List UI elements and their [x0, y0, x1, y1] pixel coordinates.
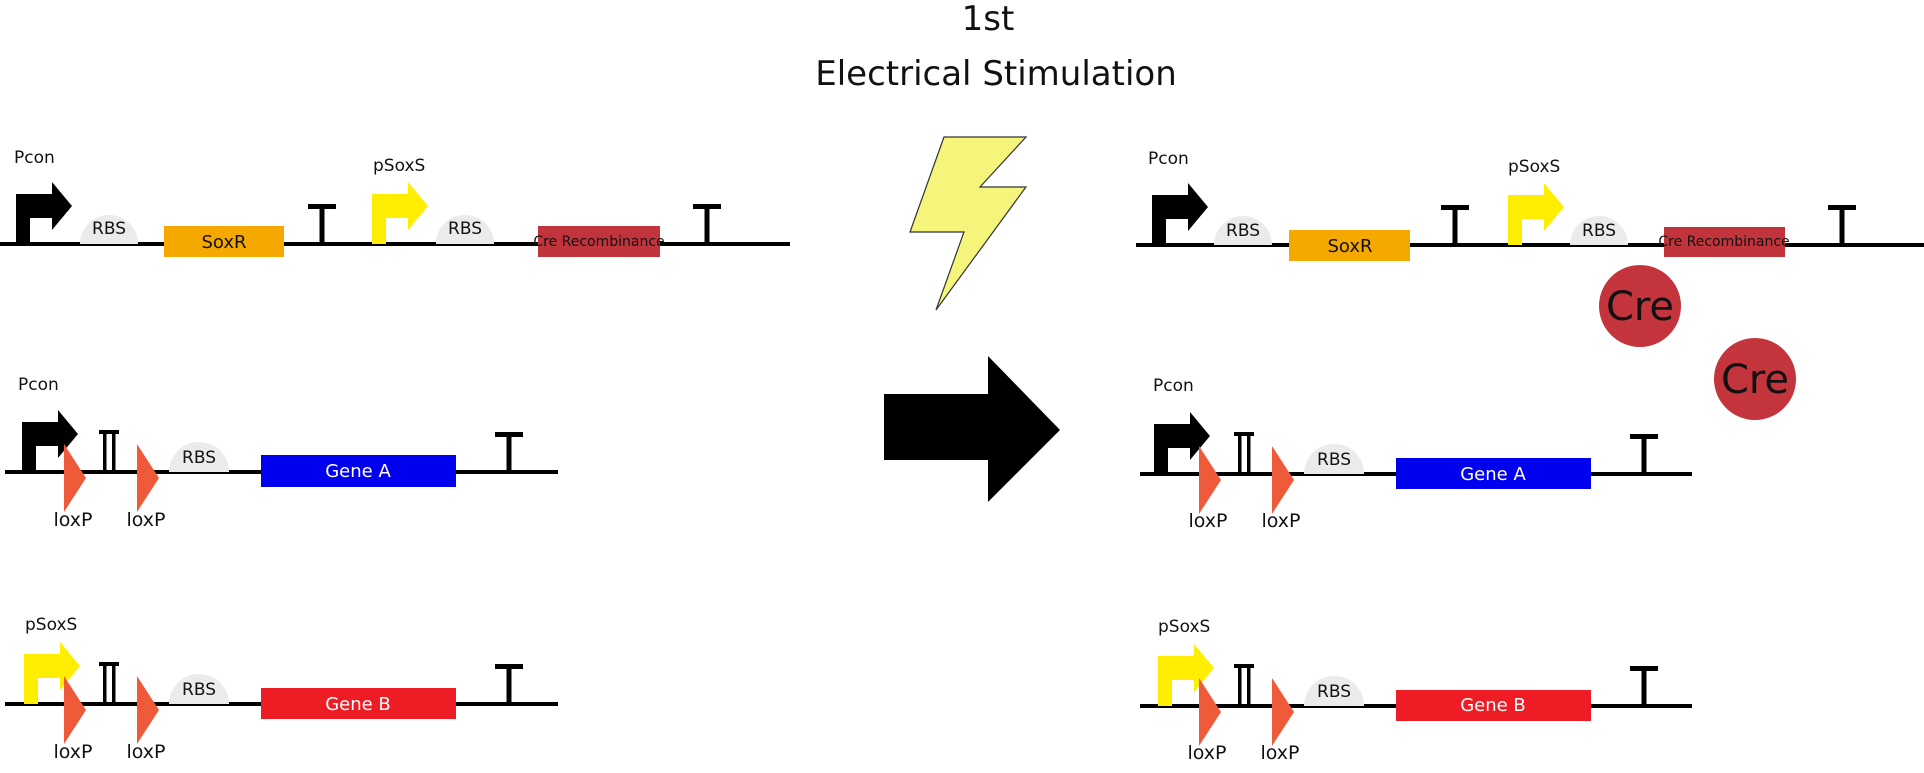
cre-recombinance-label: Cre Recombinance [533, 234, 664, 250]
cre-recombinance-label: Cre Recombinance [1658, 234, 1789, 250]
loxp-site-icon [64, 676, 86, 744]
double-terminator-icon [99, 662, 119, 704]
construct-soxr-cre-left: Pcon RBS SoxR pSoxS RBS Cre Recombinance [0, 148, 790, 257]
terminator-icon [1828, 205, 1856, 245]
pcon-promoter-icon [1152, 183, 1208, 245]
gene-b [1396, 690, 1591, 721]
construct-gene-b-right: pSoxS loxP loxP RBS Gene B [1140, 617, 1692, 764]
terminator-icon [495, 432, 523, 472]
terminator-icon [308, 204, 336, 244]
gene-b-label: Gene B [1460, 695, 1526, 716]
cre-protein-label: Cre [1606, 284, 1674, 330]
cre-recombinance-gene [1664, 227, 1785, 257]
rbs-shape [436, 215, 494, 244]
cre-protein-label: Cre [1721, 357, 1789, 403]
rbs-label: RBS [1582, 221, 1616, 241]
pcon-label: Pcon [1148, 149, 1189, 169]
soxr-label: SoxR [201, 232, 246, 253]
psoxs-label: pSoxS [1158, 617, 1210, 637]
loxp-label: loxP [1187, 742, 1226, 764]
loxp-site-icon [1199, 446, 1221, 514]
terminator-icon [1630, 434, 1658, 474]
rbs-label: RBS [448, 219, 482, 239]
psoxs-label: pSoxS [25, 615, 77, 635]
rbs-shape [169, 442, 229, 472]
terminator-icon [1441, 205, 1469, 245]
terminator-icon [1630, 666, 1658, 706]
loxp-label: loxP [53, 741, 92, 763]
left-panel: Pcon RBS SoxR pSoxS RBS Cre Recombinance… [0, 148, 790, 763]
loxp-label: loxP [126, 509, 165, 531]
right-arrow-icon [884, 356, 1060, 502]
rbs-label: RBS [92, 219, 126, 239]
gene-b [261, 688, 456, 719]
rbs-label: RBS [1226, 221, 1260, 241]
right-panel: Pcon RBS SoxR pSoxS RBS Cre Recombinance… [1136, 149, 1924, 764]
rbs-shape [1304, 676, 1364, 706]
cre-protein: Cre [1599, 265, 1681, 347]
gene-a [1396, 458, 1591, 489]
construct-soxr-cre-right: Pcon RBS SoxR pSoxS RBS Cre Recombinance [1136, 149, 1924, 261]
loxp-label: loxP [1261, 510, 1300, 532]
loxp-site-icon [1199, 678, 1221, 746]
loxp-site-icon [137, 444, 159, 512]
loxp-label: loxP [1260, 742, 1299, 764]
gene-a-label: Gene A [325, 461, 391, 482]
double-terminator-icon [99, 430, 119, 472]
lightning-bolt-icon [909, 136, 1028, 311]
rbs-shape [1570, 216, 1628, 245]
pcon-label: Pcon [1153, 376, 1194, 396]
rbs-label: RBS [1317, 450, 1351, 470]
rbs-label: RBS [182, 448, 216, 468]
title-line-2: Electrical Stimulation [815, 54, 1177, 94]
gene-a [261, 455, 456, 487]
loxp-label: loxP [53, 509, 92, 531]
title-line-1: 1st [962, 0, 1015, 39]
terminator-icon [495, 664, 523, 704]
pcon-promoter-icon [16, 182, 72, 244]
construct-gene-b-left: pSoxS loxP loxP RBS Gene B [5, 615, 558, 763]
rbs-label: RBS [1317, 682, 1351, 702]
psoxs-label: pSoxS [1508, 157, 1560, 177]
construct-gene-a-left: Pcon loxP loxP RBS Gene A [5, 375, 558, 531]
backbone [0, 242, 790, 246]
construct-gene-a-right: Pcon loxP loxP RBS Gene A [1140, 376, 1692, 532]
rbs-shape [1214, 216, 1272, 245]
rbs-shape [169, 674, 229, 704]
psoxs-promoter-icon [1508, 183, 1564, 245]
loxp-label: loxP [1188, 510, 1227, 532]
double-terminator-icon [1234, 432, 1254, 474]
cre-protein: Cre [1714, 338, 1796, 420]
pcon-label: Pcon [14, 148, 55, 168]
loxp-site-icon [1272, 678, 1294, 746]
loxp-site-icon [1272, 446, 1294, 514]
soxr-gene [1289, 230, 1410, 261]
rbs-label: RBS [182, 680, 216, 700]
soxr-label: SoxR [1327, 236, 1372, 257]
double-terminator-icon [1234, 664, 1254, 706]
psoxs-label: pSoxS [373, 156, 425, 176]
rbs-shape [1304, 444, 1364, 474]
gene-a-label: Gene A [1460, 464, 1526, 485]
gene-b-label: Gene B [325, 694, 391, 715]
terminator-icon [693, 204, 721, 244]
rbs-shape [80, 215, 138, 244]
cre-recombinance-gene [538, 226, 660, 257]
pcon-label: Pcon [18, 375, 59, 395]
loxp-site-icon [137, 676, 159, 744]
soxr-gene [164, 226, 284, 257]
loxp-label: loxP [126, 741, 165, 763]
backbone [1136, 243, 1924, 247]
loxp-site-icon [64, 444, 86, 512]
psoxs-promoter-icon [372, 182, 428, 244]
